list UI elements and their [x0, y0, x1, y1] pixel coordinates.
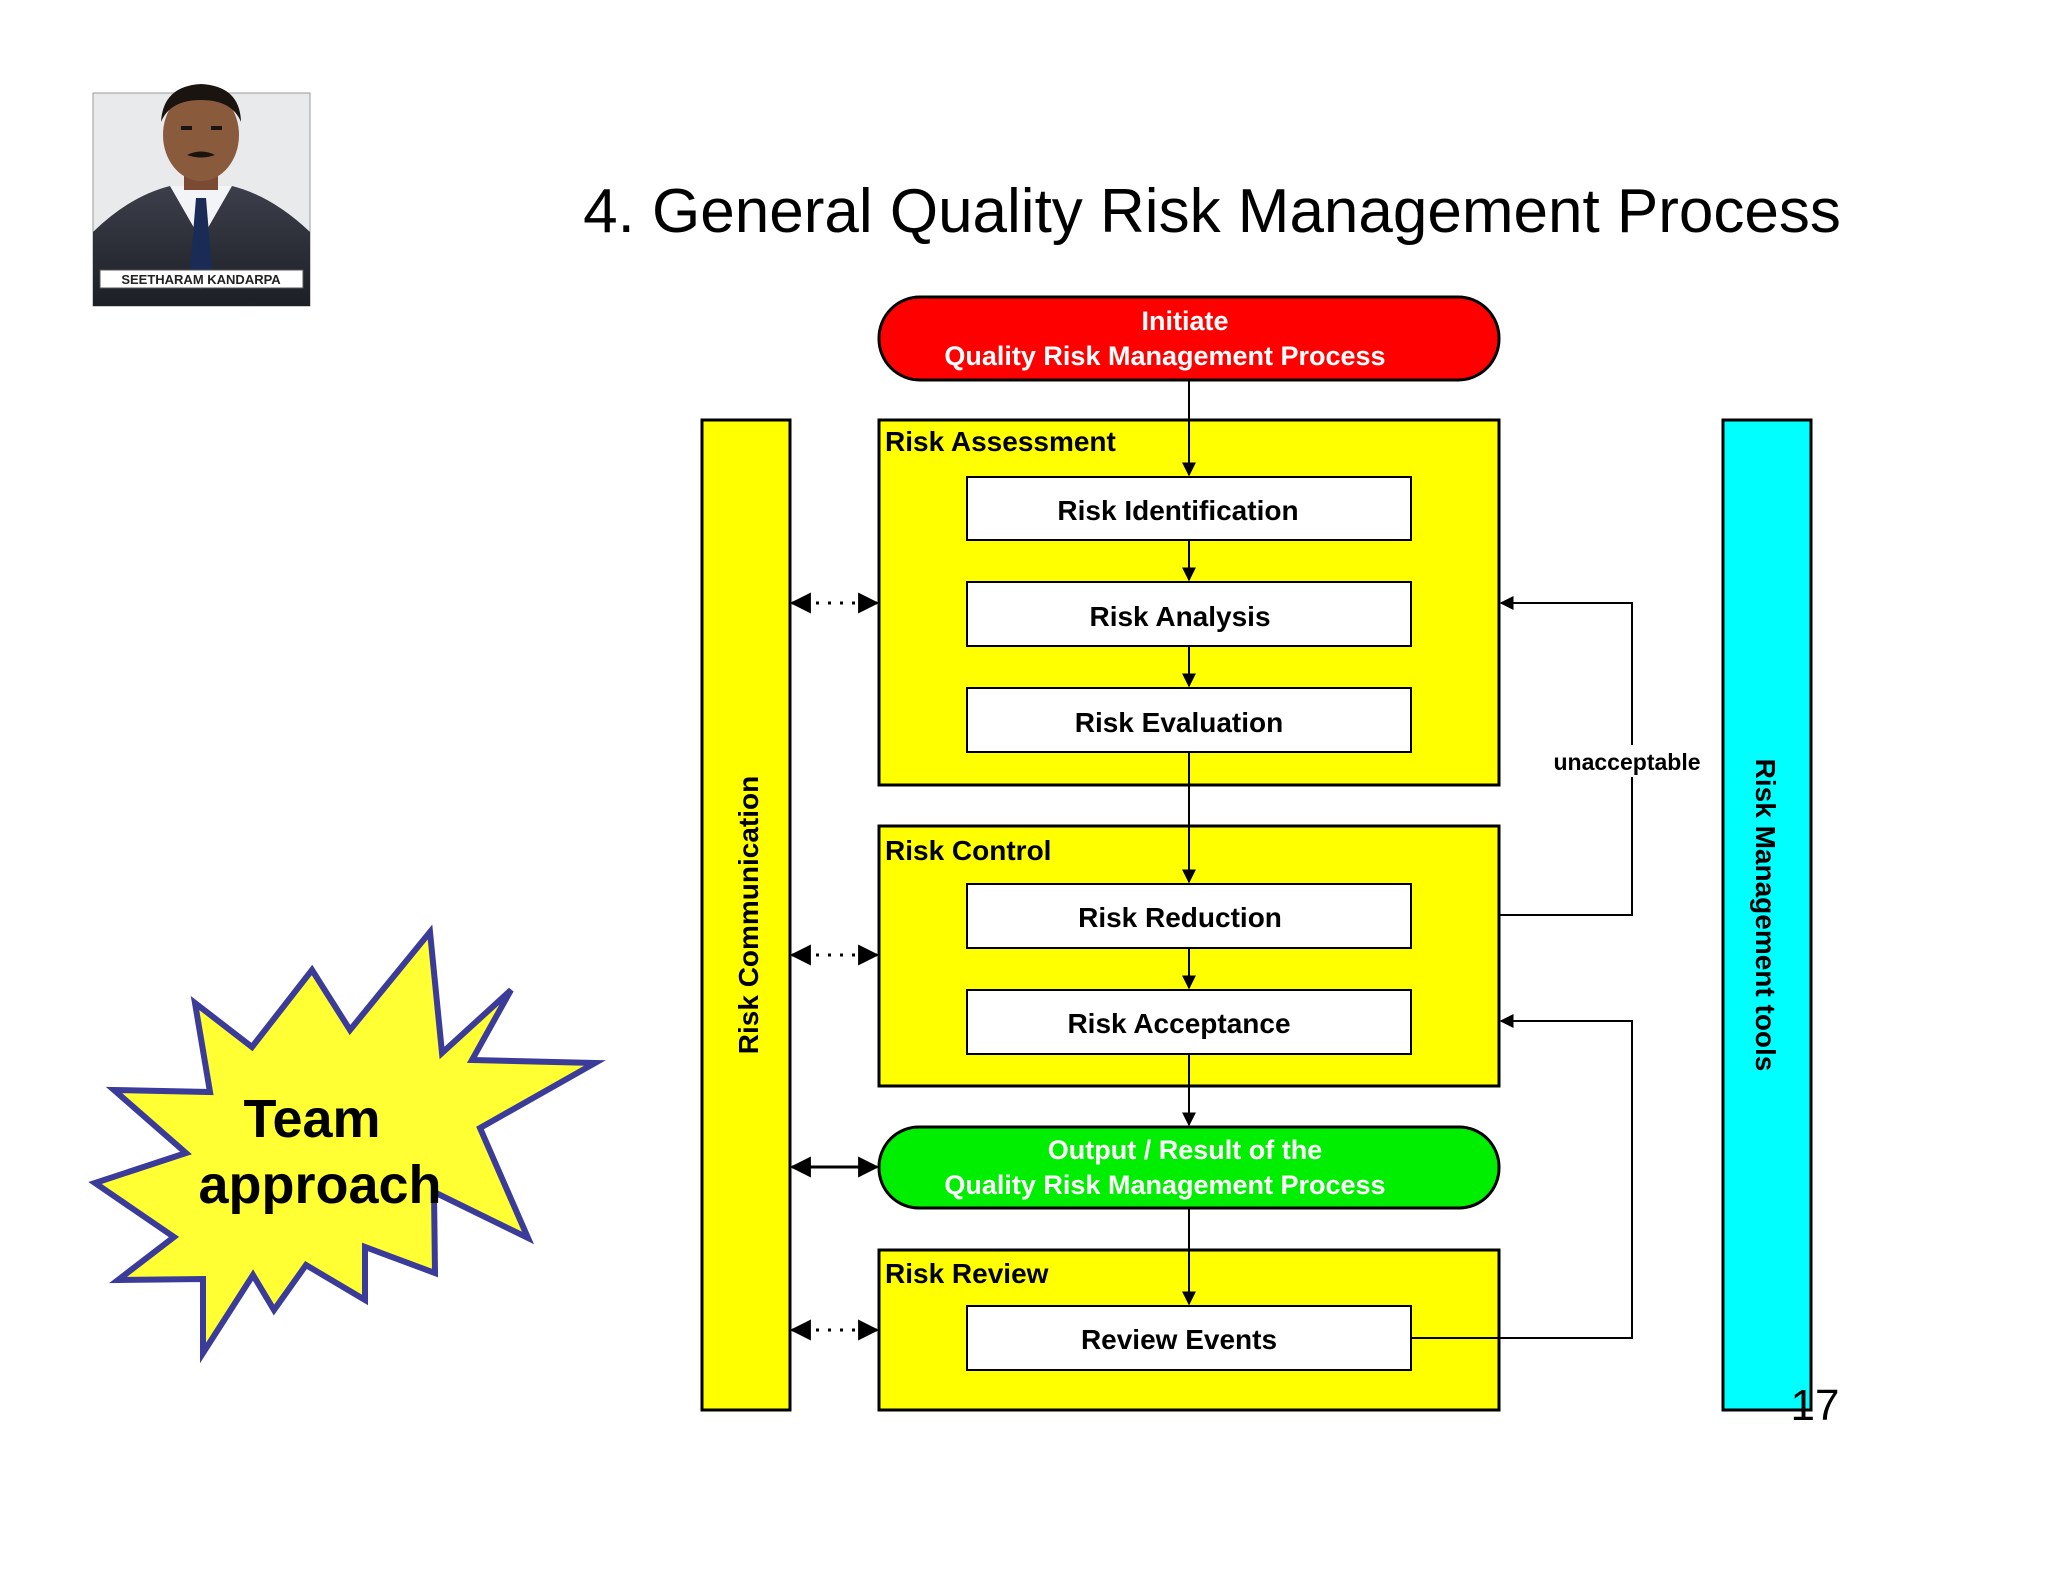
step-risk-reduction: Risk Reduction: [1078, 902, 1282, 933]
step-review-events: Review Events: [1081, 1324, 1277, 1355]
communication-arrows: [789, 592, 880, 1341]
risk-control-label: Risk Control: [885, 835, 1051, 866]
step-risk-identification: Risk Identification: [1057, 495, 1298, 526]
unacceptable-label-bg: [1550, 745, 1710, 777]
arrow-review-loop: [1411, 1014, 1633, 1339]
step-risk-acceptance: Risk Acceptance: [1067, 1008, 1290, 1039]
starburst-line1: Team: [243, 1089, 380, 1149]
risk-communication-label: Risk Communication: [733, 776, 764, 1054]
starburst-line2: approach: [198, 1155, 441, 1215]
step-risk-analysis: Risk Analysis: [1089, 601, 1270, 632]
initiate-line2: Quality Risk Management Process: [944, 341, 1385, 371]
risk-management-tools-bar: Risk Management tools: [1721, 418, 1813, 1412]
risk-assessment-label: Risk Assessment: [885, 426, 1116, 457]
output-node: Output / Result of the Quality Risk Mana…: [877, 1125, 1501, 1210]
risk-review-label: Risk Review: [885, 1258, 1049, 1289]
photo-caption: SEETHARAM KANDARPA: [121, 272, 281, 287]
initiate-line1: Initiate: [1141, 306, 1228, 336]
risk-communication-bar: Risk Communication: [700, 418, 792, 1412]
presenter-photo: SEETHARAM KANDARPA: [92, 84, 311, 307]
output-line1: Output / Result of the: [1048, 1135, 1322, 1165]
risk-management-tools-label: Risk Management tools: [1750, 759, 1781, 1072]
team-approach-starburst: Team approach: [88, 924, 606, 1364]
risk-assessment-stage: Risk Assessment Risk Identification Risk…: [877, 418, 1501, 787]
starburst-shape: [88, 924, 606, 1364]
unacceptable-label: unacceptable: [1554, 749, 1701, 775]
step-risk-evaluation: Risk Evaluation: [1075, 707, 1284, 738]
initiate-node: Initiate Quality Risk Management Process: [877, 295, 1501, 382]
page-number: 17: [1791, 1381, 1840, 1430]
output-line2: Quality Risk Management Process: [944, 1170, 1385, 1200]
slide-title: 4. General Quality Risk Management Proce…: [583, 177, 1841, 246]
